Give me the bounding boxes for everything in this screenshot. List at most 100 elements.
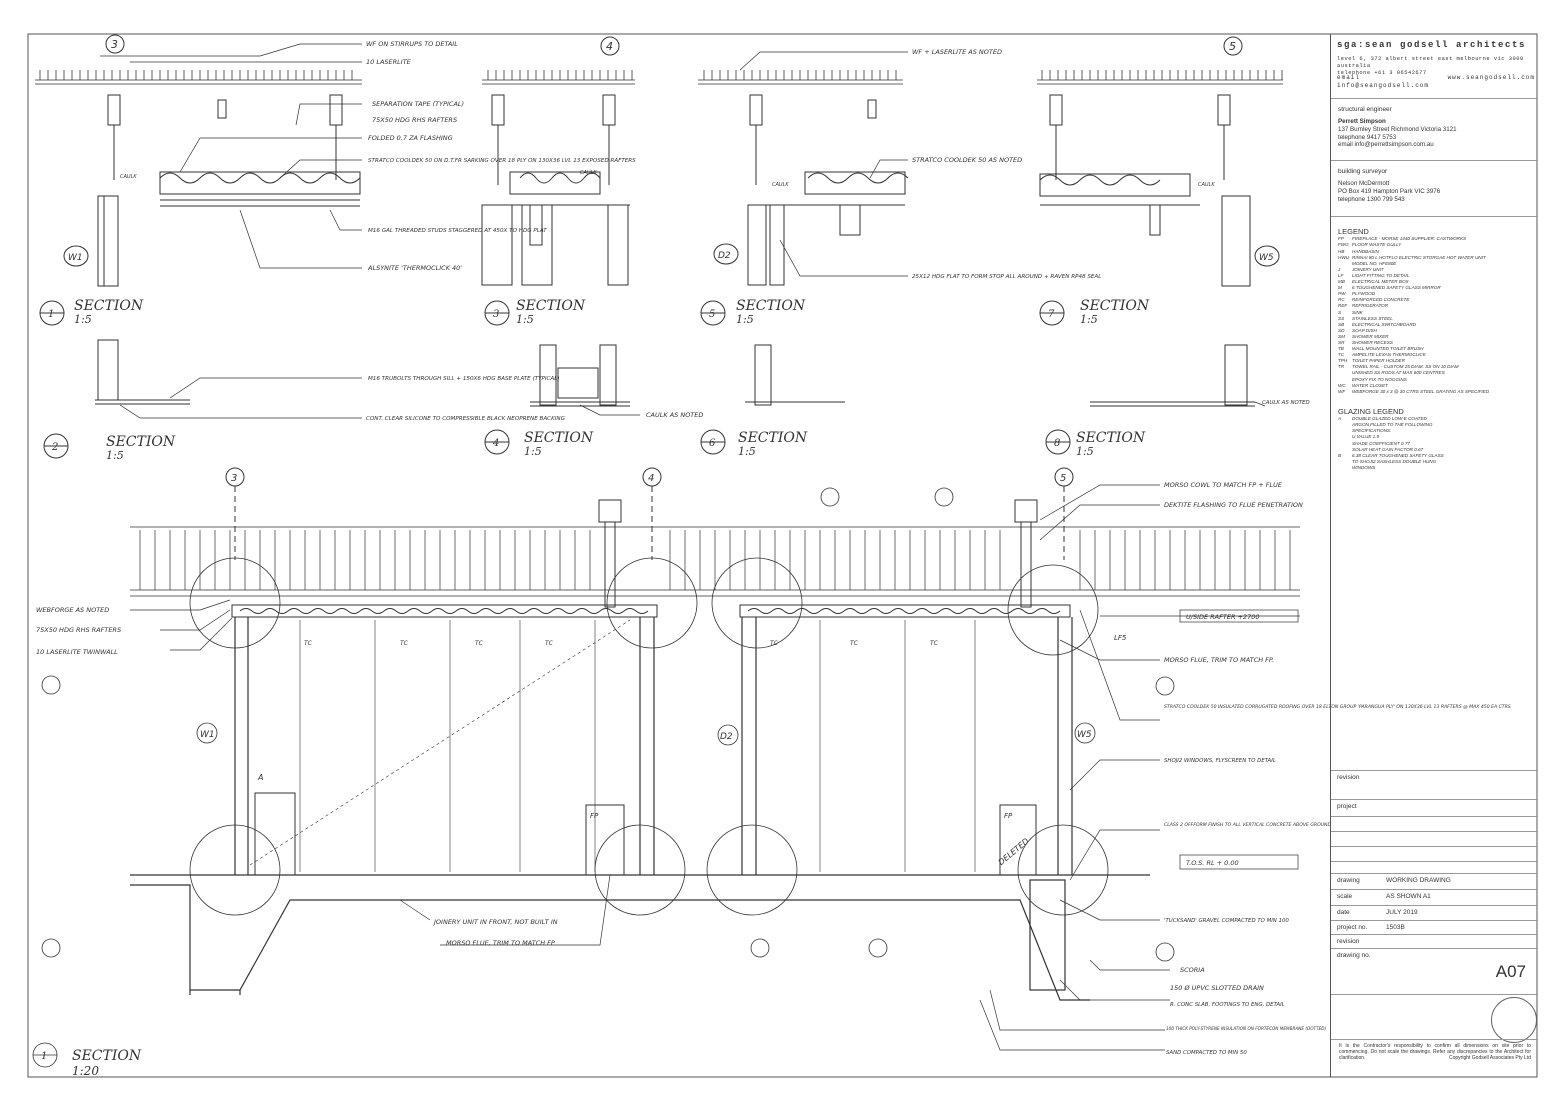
detail-grating-2 bbox=[482, 70, 635, 85]
revision-label: revision bbox=[1337, 774, 1360, 781]
note-sand: SAND COMPACTED TO MIN 50 bbox=[1166, 1050, 1247, 1056]
grid-4-label: 4 bbox=[606, 40, 613, 53]
blank-row-3 bbox=[1331, 846, 1538, 861]
sec6-scale: 1:5 bbox=[738, 445, 756, 458]
note-hdg-flat: 25X12 HDG FLAT TO FORM STOP ALL AROUND +… bbox=[912, 274, 1101, 280]
note-slab: R. CONC SLAB, FOOTINGS TO ENG. DETAIL bbox=[1170, 1002, 1285, 1008]
legend-item-row: UNISHED SS RODS AT MAX 600 CENTRES bbox=[1338, 370, 1534, 376]
legend-heading: LEGEND bbox=[1338, 227, 1369, 236]
slab-footings bbox=[130, 874, 1150, 1001]
date-row: date JULY 2019 bbox=[1331, 905, 1538, 920]
main-grating-band bbox=[130, 526, 1300, 597]
disclaimer-text: It is the Contractor's responsibility to… bbox=[1339, 1043, 1531, 1061]
glazing-item-row: ARGON FILLED TO THE FOLLOWING bbox=[1338, 422, 1534, 428]
legend-item-value: TOWEL RAIL - CUSTOM 25 DIAM. SS ON 10 DI… bbox=[1352, 364, 1459, 370]
note-alsynite: ALSYNITE 'THERMOCLICK 40' bbox=[367, 264, 462, 272]
grid-5-main-label: 5 bbox=[1060, 473, 1066, 484]
legend-item-key: HB bbox=[1338, 248, 1345, 254]
tag-a: A bbox=[257, 773, 263, 782]
sec5-num: 5 bbox=[709, 309, 715, 320]
date-label: date bbox=[1337, 909, 1350, 916]
grid-4-main-label: 4 bbox=[648, 473, 654, 484]
note-flashing: FOLDED 0.7 ZA FLASHING bbox=[368, 134, 453, 142]
tag-w1-top: W1 bbox=[68, 253, 83, 263]
sec8-title: SECTION bbox=[1076, 430, 1146, 446]
note-wf-stirrups: WF ON STIRRUPS TO DETAIL bbox=[366, 40, 458, 48]
sec4-title: SECTION bbox=[524, 430, 594, 446]
glazing-item-row: TO SHOJI2 SASHLESS DOUBLE HUNG bbox=[1338, 459, 1534, 465]
note-caulk-as-noted-1: CAULK AS NOTED bbox=[646, 411, 703, 419]
copyright-text: Copyright Godsell Associates Pty Ltd bbox=[1449, 1055, 1531, 1061]
callout-circles bbox=[189, 557, 1109, 916]
legend-item-key: TR bbox=[1338, 364, 1345, 370]
sec6-num: 6 bbox=[709, 438, 716, 449]
firm-contacts: email info@seangodsell.com www.seangodse… bbox=[1337, 74, 1535, 89]
structural-engineer-heading: structural engineer bbox=[1338, 106, 1392, 113]
tag-tc-3: TC bbox=[475, 640, 484, 647]
roof-buildups bbox=[159, 171, 1200, 207]
tag-d2-top: D2 bbox=[718, 251, 731, 261]
legend-item-value: EPOXY FIX TO NOGGINS bbox=[1352, 376, 1407, 382]
structural-engineer-name: Perrett Simpson bbox=[1338, 118, 1386, 126]
glazing-item-value: SOLAR HEAT GAIN FACTOR 0.67 bbox=[1352, 446, 1424, 452]
tag-d2-main: D2 bbox=[720, 732, 733, 742]
legend-item-value: WEBFORGE 30 x 3 @ 30 CTRS STEEL GRATING … bbox=[1352, 388, 1490, 394]
glazing-legend-heading: GLAZING LEGEND bbox=[1338, 406, 1404, 416]
note-twinwall: 10 LASERLITE TWINWALL bbox=[36, 648, 118, 656]
note-drain: 150 Ø UPVC SLOTTED DRAIN bbox=[1170, 984, 1264, 992]
note-class2: CLASS 2 OFFFORM FINISH TO ALL VERTICAL C… bbox=[1164, 822, 1331, 828]
note-rhs-main: 75X50 HDG RHS RAFTERS bbox=[36, 626, 121, 634]
legend-item-key: RC bbox=[1338, 297, 1345, 303]
detail-grating-1 bbox=[35, 70, 362, 85]
legend-item-value: LIGHT FITTING TO DETAIL bbox=[1352, 272, 1410, 278]
legend-item-value: SINK bbox=[1352, 309, 1363, 315]
main-grid-markers bbox=[225, 467, 1074, 560]
sec7-title: SECTION bbox=[1080, 298, 1150, 314]
drawing-value: WORKING DRAWING bbox=[1386, 877, 1451, 884]
legend-item-row: MODEL NO. HFE80E bbox=[1338, 261, 1534, 267]
door-a bbox=[254, 792, 296, 876]
glazing-item-key bbox=[1338, 465, 1352, 471]
sec7-num: 7 bbox=[1048, 309, 1055, 320]
sec2-scale: 1:5 bbox=[106, 449, 124, 462]
drawing-no-row: drawing no. bbox=[1331, 948, 1538, 995]
legend-item-value: PLYWOOD bbox=[1352, 291, 1376, 297]
date-value: JULY 2019 bbox=[1386, 909, 1418, 916]
glazing-item-value: ARGON FILLED TO THE FOLLOWING bbox=[1352, 422, 1433, 428]
tag-tc-6: TC bbox=[850, 640, 859, 647]
main-sec-title: SECTION bbox=[72, 1048, 142, 1064]
legend-item-key: REF bbox=[1338, 303, 1348, 309]
scale-value: AS SHOWN A1 bbox=[1386, 893, 1431, 900]
legend-item-key: TB bbox=[1338, 346, 1344, 352]
revision2-row: revision bbox=[1331, 934, 1538, 949]
legend-item-value: TOILET PAPER HOLDER bbox=[1352, 358, 1405, 364]
building-surveyor-telephone: telephone 1300 799 543 bbox=[1338, 195, 1405, 203]
legend-item-value: REFRIGERATOR bbox=[1352, 303, 1389, 309]
main-walls bbox=[234, 617, 1073, 875]
firm-email: email info@seangodsell.com bbox=[1337, 74, 1430, 89]
legend-item-key: SB bbox=[1338, 321, 1345, 327]
tag-tc-2: TC bbox=[400, 640, 409, 647]
legend-item-key: FP bbox=[1338, 236, 1344, 242]
grid-markers-top bbox=[105, 34, 1243, 56]
legend-item-value: FLOOR WASTE GULLY bbox=[1352, 242, 1402, 248]
structural-engineer-email: email info@perrettsimpson.com.au bbox=[1338, 141, 1434, 149]
note-scoria: SCORIA bbox=[1180, 966, 1205, 974]
sec8-scale: 1:5 bbox=[1076, 445, 1094, 458]
blank-row-2 bbox=[1331, 831, 1538, 846]
sec4-num: 4 bbox=[492, 438, 499, 449]
glazing-item-key: A bbox=[1338, 416, 1342, 422]
